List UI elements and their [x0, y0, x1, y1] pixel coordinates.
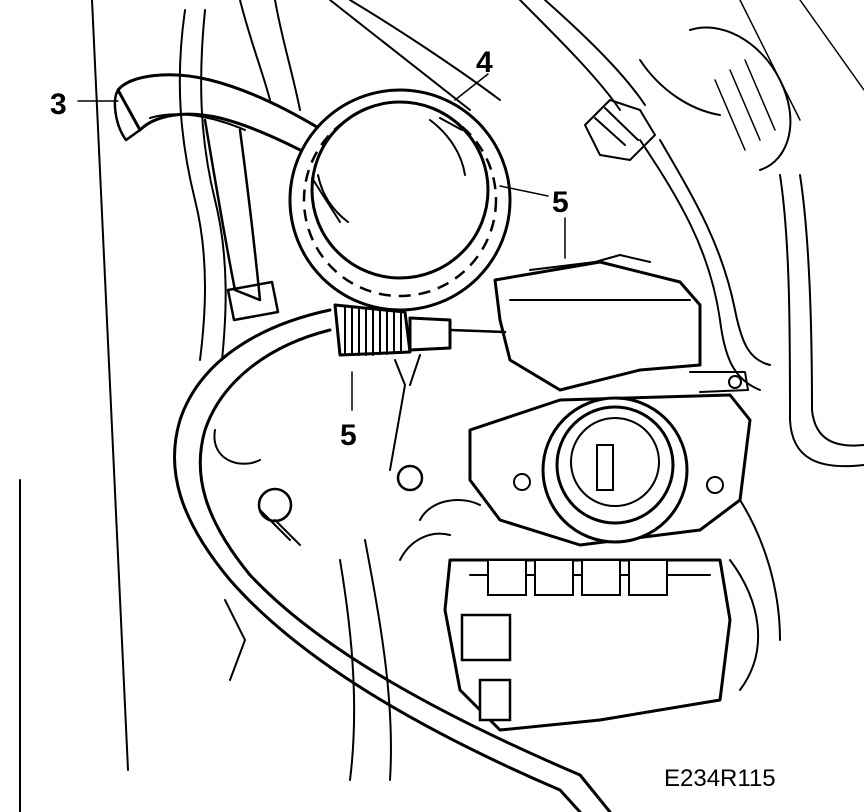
intake-manifold	[399, 499, 781, 732]
hose-clamp-connector	[584, 99, 656, 161]
callout-cable-a: 5	[552, 186, 569, 219]
figure-reference-code: E234R115	[664, 765, 776, 792]
callout-hose: 3	[50, 88, 67, 121]
left-panel-edges	[19, 0, 129, 812]
throttle-cable	[173, 303, 612, 812]
lower-left-parts	[213, 429, 392, 781]
callout-leaders	[77, 73, 566, 411]
throttle-body	[396, 254, 752, 547]
filler-cap	[288, 88, 512, 312]
callout-filler-cap: 4	[476, 46, 493, 79]
callout-cable-b: 5	[340, 419, 357, 452]
background-pipes	[178, 0, 864, 468]
